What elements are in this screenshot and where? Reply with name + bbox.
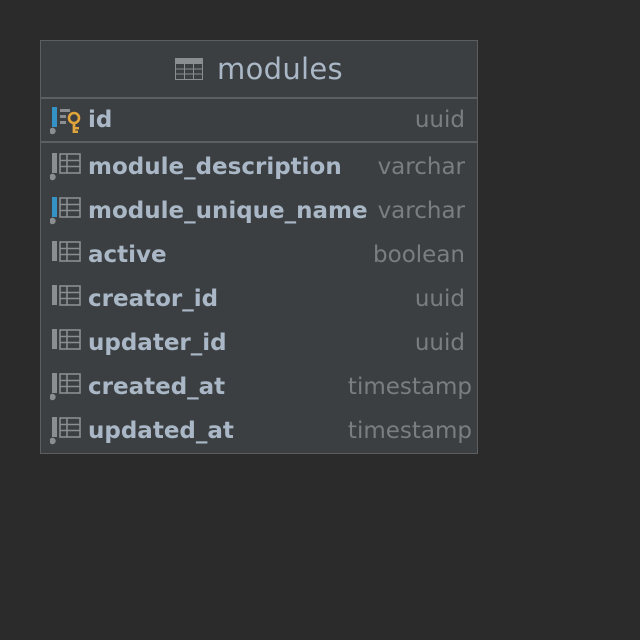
column-type: timestamp [347, 374, 472, 400]
column-not-null-icon [50, 153, 81, 181]
column-name: created_at [88, 374, 226, 400]
column-icon [52, 241, 81, 262]
column-name: active [88, 242, 167, 268]
column-type: timestamp [347, 418, 472, 444]
column-type: boolean [373, 242, 465, 268]
column-icon [52, 285, 81, 306]
column-type: uuid [414, 107, 465, 133]
column-row-active[interactable]: active boolean [41, 233, 477, 277]
column-name: id [88, 107, 113, 133]
column-row-created-at[interactable]: created_at timestamp [41, 365, 477, 409]
column-row-module-description[interactable]: module_description varchar [41, 145, 477, 189]
table-title: modules [217, 52, 343, 86]
column-name: updater_id [88, 330, 227, 356]
column-row-module-unique-name[interactable]: module_unique_name varchar [41, 189, 477, 233]
column-type: varchar [377, 198, 465, 224]
column-icon [52, 329, 81, 350]
column-not-null-icon [50, 417, 81, 445]
column-row-id[interactable]: id uuid [41, 99, 477, 143]
table-node-modules[interactable]: modules id uuid module_des [40, 40, 478, 454]
column-name: updated_at [88, 418, 234, 444]
column-not-null-icon [50, 373, 81, 401]
column-row-creator-id[interactable]: creator_id uuid [41, 277, 477, 321]
column-name: module_description [88, 154, 342, 180]
column-name: module_unique_name [88, 198, 368, 224]
table-header[interactable]: modules [41, 41, 477, 99]
column-row-updated-at[interactable]: updated_at timestamp [41, 409, 477, 453]
column-type: uuid [414, 286, 465, 312]
column-type: varchar [377, 154, 465, 180]
table-icon [175, 58, 204, 80]
column-type: uuid [414, 330, 465, 356]
column-row-updater-id[interactable]: updater_id uuid [41, 321, 477, 365]
primary-key-column-icon [50, 107, 81, 135]
column-name: creator_id [88, 286, 219, 312]
column-indexed-icon [50, 197, 81, 225]
